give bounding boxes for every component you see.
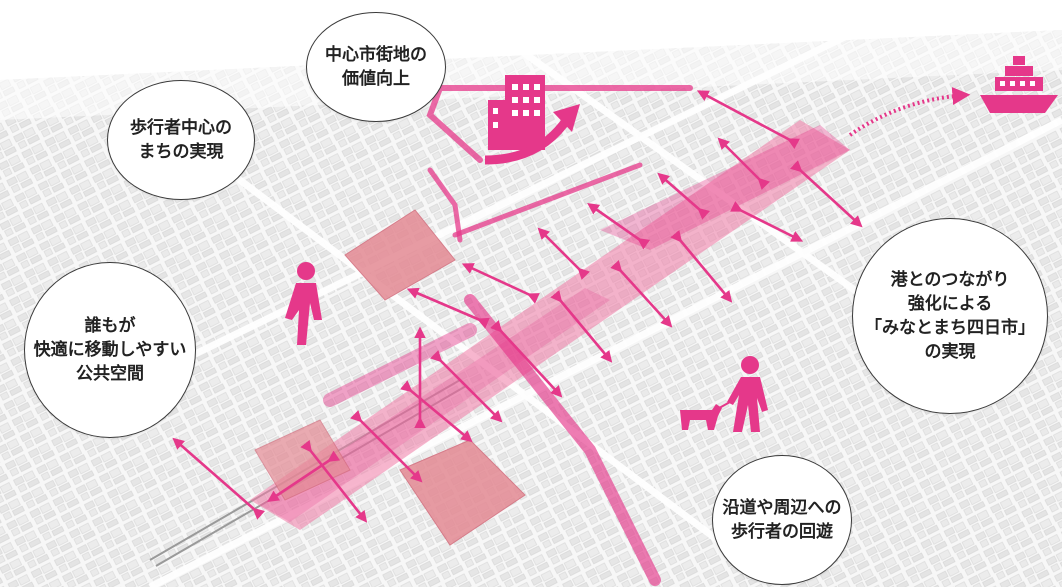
goal-text: 誰もが 快適に移動しやすい 公共空間: [33, 315, 187, 385]
flow-arrows: [172, 90, 863, 523]
goal-text: 中心市街地の 価値向上: [325, 44, 427, 89]
building-growth-icon: [484, 75, 580, 165]
goal-bubble-port: 港とのつながり 強化による 「みなとまち四日市」 の実現: [852, 218, 1048, 414]
port-connection: [848, 86, 971, 137]
ship-icon: [980, 56, 1058, 113]
goal-bubble-center-value: 中心市街地の 価値向上: [306, 12, 446, 122]
goal-text: 沿道や周辺への 歩行者の回遊: [722, 497, 842, 542]
dog-walker-icon: [680, 356, 768, 432]
goal-bubble-roadside: 沿道や周辺への 歩行者の回遊: [712, 455, 852, 585]
goal-bubble-pedestrian: 歩行者中心の まちの実現: [107, 80, 255, 200]
goal-bubble-public-space: 誰もが 快適に移動しやすい 公共空間: [24, 262, 196, 438]
goal-text: 港とのつながり 強化による 「みなとまち四日市」 の実現: [865, 269, 1035, 363]
pedestrian-icon: [285, 262, 322, 345]
goal-text: 歩行者中心の まちの実現: [130, 117, 232, 162]
